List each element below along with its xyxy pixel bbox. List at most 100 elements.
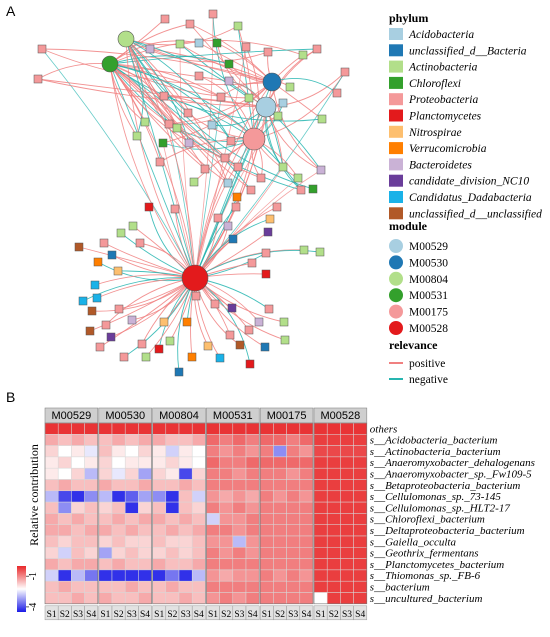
network-edge: [37, 78, 267, 108]
network-edge: [109, 40, 200, 65]
heatmap-cell: [178, 490, 193, 503]
legend-swatch: [389, 174, 403, 187]
heatmap-cell: [138, 558, 152, 571]
heatmap-cell: [111, 434, 126, 446]
network-node: [164, 119, 174, 129]
heatmap-cell: [219, 547, 234, 559]
heatmap-cell: [206, 467, 220, 480]
heatmap-cell: [273, 524, 287, 537]
heatmap-cell: [219, 524, 234, 537]
heatmap-cell: [326, 569, 341, 582]
heatmap-cell: [299, 535, 314, 548]
heatmap-cell: [111, 445, 126, 458]
network-node: [107, 250, 117, 260]
heatmap-cell: [340, 592, 354, 605]
heatmap-cell: [178, 558, 193, 571]
network-node: [144, 202, 154, 212]
heatmap-cell: [326, 456, 341, 469]
heatmap-cell: [98, 535, 113, 548]
network-node: [160, 14, 170, 24]
heatmap-cell: [84, 490, 99, 503]
heatmap-cell: [206, 569, 220, 582]
heatmap-cell: [273, 535, 287, 548]
sample-label: S3: [181, 610, 191, 620]
row-label: s__Acidobacteria_bacterium: [370, 435, 498, 447]
network-node: [233, 21, 243, 31]
heatmap-cell: [286, 422, 301, 435]
heatmap-cell: [326, 501, 341, 514]
network-edge: [198, 42, 273, 83]
heatmap-cell: [165, 501, 180, 514]
network-node: [101, 320, 111, 330]
legend-label: Proteobacteria: [408, 94, 478, 106]
network-node: [235, 340, 245, 350]
network-node: [189, 177, 199, 187]
row-label: s__Chloroflexi_bacterium: [370, 514, 485, 526]
network-edge: [125, 38, 190, 144]
heatmap-cell: [111, 422, 126, 435]
heatmap-cell: [57, 422, 72, 435]
heatmap-cell: [165, 569, 180, 582]
network-node: [182, 317, 192, 327]
heatmap-cell: [124, 501, 139, 514]
heatmap-cell: [313, 456, 328, 469]
heatmap-cell: [84, 592, 99, 605]
heatmap-cell: [273, 580, 287, 593]
heatmap-cell: [178, 479, 193, 492]
heatmap-cell: [232, 479, 247, 492]
heatmap-cell: [206, 490, 220, 503]
legend-swatch: [389, 288, 403, 303]
heatmap-cell: [313, 524, 328, 537]
heatmap-cell: [44, 569, 59, 582]
heatmap-cell: [124, 569, 139, 582]
row-label: s__Anaeromyxobacter_sp._Fw109-5: [370, 469, 532, 481]
heatmap-cell: [313, 434, 328, 446]
heatmap-cell: [124, 558, 139, 571]
heatmap-cell: [286, 501, 301, 514]
heatmap-cell: [245, 456, 260, 469]
network-node: [317, 114, 327, 124]
heatmap-cell: [178, 592, 193, 605]
network-edge: [37, 78, 267, 108]
network-node: [254, 317, 264, 327]
heatmap-cell: [259, 445, 274, 458]
network-edge: [194, 277, 285, 323]
network-node: [145, 44, 155, 54]
heatmap-cell: [57, 569, 72, 582]
network-edge: [125, 38, 269, 63]
heatmap-cell: [206, 445, 220, 458]
network-node: [241, 42, 251, 52]
heatmap-cell: [313, 445, 328, 458]
network-edge: [125, 38, 232, 142]
heatmap-cell: [98, 558, 113, 571]
heatmap-ylabel: Relative contribution: [27, 444, 41, 546]
heatmap-cell: [57, 479, 72, 492]
heatmap-cell: [313, 592, 328, 605]
legend-label: Actinobacteria: [408, 62, 478, 74]
heatmap-cell: [84, 501, 99, 514]
heatmap-cell: [191, 434, 206, 446]
network-hub: [242, 127, 266, 151]
heatmap-cell: [165, 479, 180, 492]
heatmap-cell: [340, 580, 354, 593]
module-block-border: [313, 422, 368, 605]
network-node: [127, 315, 137, 325]
heatmap-cell: [71, 434, 85, 446]
heatmap-cell: [313, 580, 328, 593]
heatmap-cell: [44, 434, 59, 446]
heatmap-cell: [219, 456, 234, 469]
network-node: [194, 71, 204, 81]
heatmap-cell: [57, 434, 72, 446]
heatmap-cell: [340, 445, 354, 458]
heatmap-cell: [44, 445, 59, 458]
heatmap-cell: [57, 558, 72, 571]
legend-relevance-title: relevance: [389, 338, 438, 352]
network-node: [296, 185, 306, 195]
network-node: [85, 326, 95, 336]
network-node: [132, 131, 142, 141]
network-edge: [125, 38, 226, 159]
legend-label: negative: [409, 374, 448, 386]
module-block-border: [44, 422, 99, 605]
heatmap-cell: [71, 479, 85, 492]
